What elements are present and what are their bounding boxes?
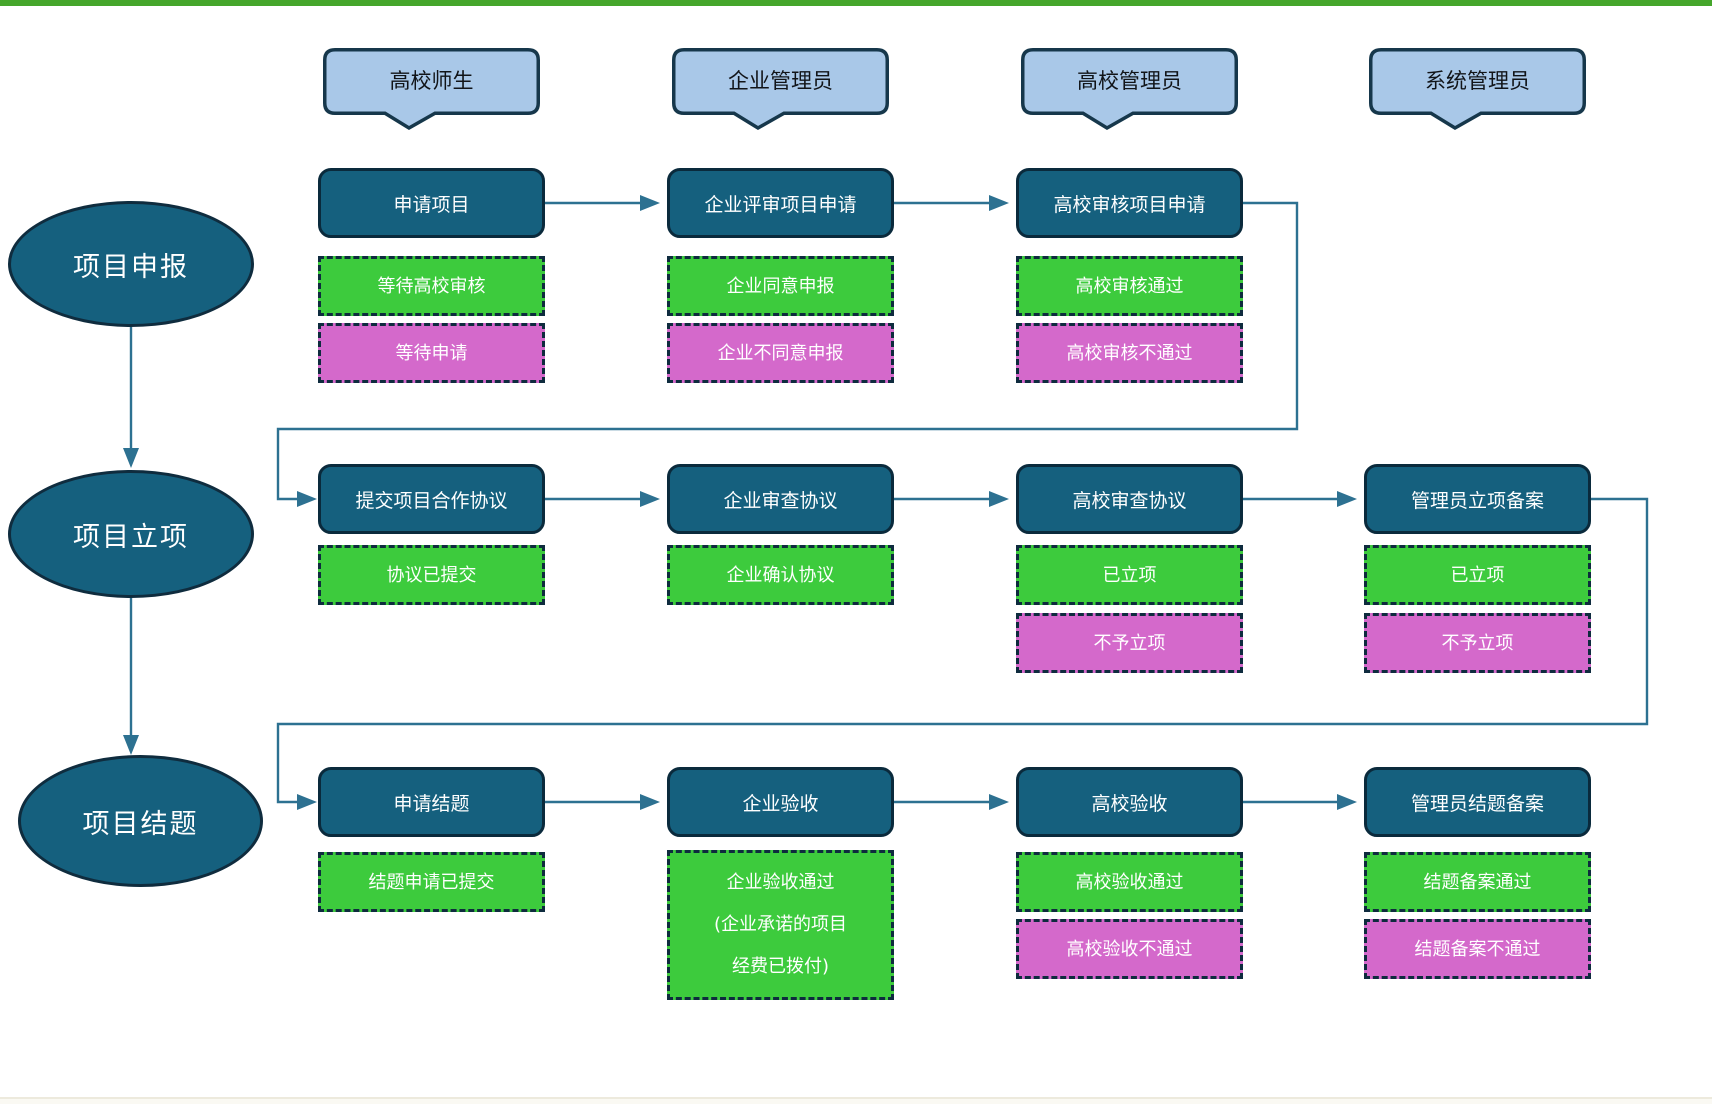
process-school-review-application: 高校审核项目申请 xyxy=(1016,168,1243,238)
status-company-confirm-agreement: 企业确认协议 xyxy=(667,545,894,605)
role-header-school-admin: 高校管理员 xyxy=(1021,48,1238,131)
callout-shape xyxy=(1369,48,1586,131)
phase-ellipse-closing: 项目结题 xyxy=(18,755,263,887)
callout-shape xyxy=(323,48,540,131)
role-header-label: 系统管理员 xyxy=(1425,69,1530,93)
status-closing-record-fail: 结题备案不通过 xyxy=(1364,919,1591,979)
status-project-established: 已立项 xyxy=(1016,545,1243,605)
status-waiting-school-review: 等待高校审核 xyxy=(318,256,545,316)
phase-ellipse-declaration: 项目申报 xyxy=(8,201,254,327)
status-project-not-established: 不予立项 xyxy=(1016,613,1243,673)
top-accent-bar xyxy=(0,0,1712,6)
process-school-check-agreement: 高校审查协议 xyxy=(1016,464,1243,534)
process-admin-establish-record: 管理员立项备案 xyxy=(1364,464,1591,534)
callout-shape xyxy=(672,48,889,131)
process-company-acceptance: 企业验收 xyxy=(667,767,894,837)
phase-ellipse-approval: 项目立项 xyxy=(8,470,254,598)
bottom-divider xyxy=(0,1097,1712,1099)
process-company-review-application: 企业评审项目申请 xyxy=(667,168,894,238)
process-company-check-agreement: 企业审查协议 xyxy=(667,464,894,534)
status-company-agree: 企业同意申报 xyxy=(667,256,894,316)
process-apply-closing: 申请结题 xyxy=(318,767,545,837)
role-header-company-admin: 企业管理员 xyxy=(672,48,889,131)
status-company-disagree: 企业不同意申报 xyxy=(667,323,894,383)
process-school-acceptance: 高校验收 xyxy=(1016,767,1243,837)
status-school-acceptance-pass: 高校验收通过 xyxy=(1016,852,1243,912)
status-waiting-apply: 等待申请 xyxy=(318,323,545,383)
status-company-acceptance-pass: 企业验收通过 (企业承诺的项目 经费已拨付) xyxy=(667,850,894,1000)
role-header-label: 高校管理员 xyxy=(1077,69,1182,93)
process-apply-project: 申请项目 xyxy=(318,168,545,238)
status-closing-record-pass: 结题备案通过 xyxy=(1364,852,1591,912)
role-header-teachers-students: 高校师生 xyxy=(323,48,540,131)
callout-shape xyxy=(1021,48,1238,131)
role-header-label: 高校师生 xyxy=(389,69,474,93)
status-project-established: 已立项 xyxy=(1364,545,1591,605)
bottom-strip xyxy=(0,1099,1712,1104)
status-closing-submitted: 结题申请已提交 xyxy=(318,852,545,912)
role-header-system-admin: 系统管理员 xyxy=(1369,48,1586,131)
status-project-not-established: 不予立项 xyxy=(1364,613,1591,673)
status-agreement-submitted: 协议已提交 xyxy=(318,545,545,605)
process-submit-agreement: 提交项目合作协议 xyxy=(318,464,545,534)
status-school-acceptance-fail: 高校验收不通过 xyxy=(1016,919,1243,979)
process-admin-closing-record: 管理员结题备案 xyxy=(1364,767,1591,837)
role-header-label: 企业管理员 xyxy=(728,69,833,93)
status-school-review-fail: 高校审核不通过 xyxy=(1016,323,1243,383)
status-school-review-pass: 高校审核通过 xyxy=(1016,256,1243,316)
